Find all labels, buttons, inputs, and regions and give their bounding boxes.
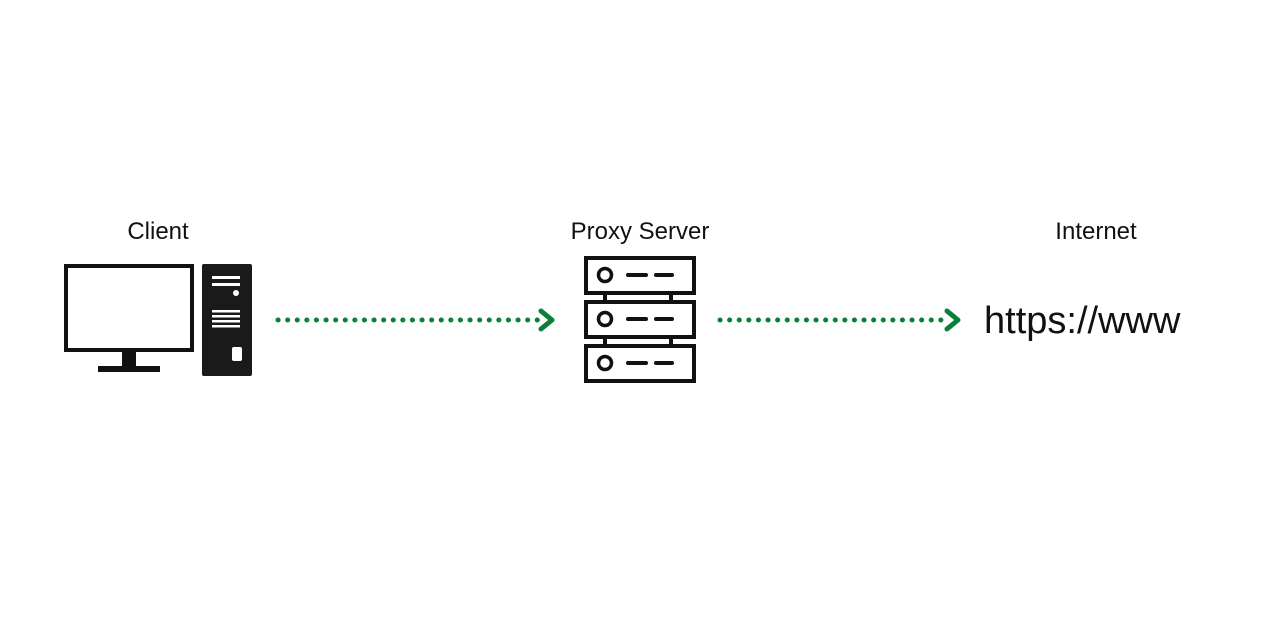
desktop-computer-icon <box>64 264 252 376</box>
proxy-server-label: Proxy Server <box>570 218 710 245</box>
client-label: Client <box>127 218 189 245</box>
arrow-client-to-proxy <box>275 308 555 332</box>
server-rack-icon <box>584 256 696 383</box>
internet-url-text: https://www <box>984 300 1181 342</box>
internet-label: Internet <box>1055 218 1137 245</box>
arrow-proxy-to-internet <box>717 308 961 332</box>
